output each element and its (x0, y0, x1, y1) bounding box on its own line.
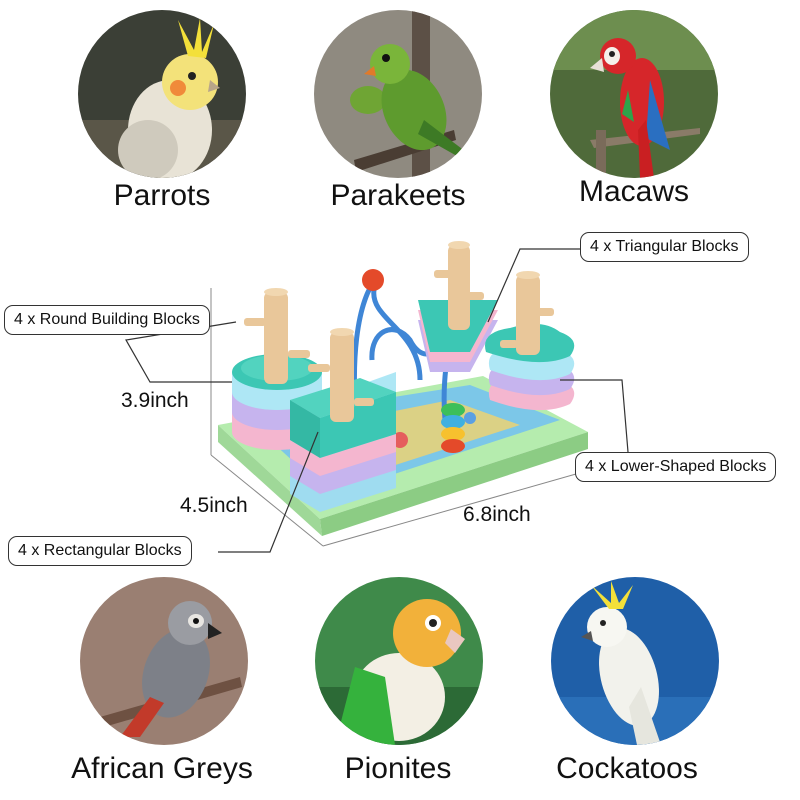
macaws-photo (550, 10, 718, 178)
cockatoo-photo (551, 577, 719, 745)
african-greys-photo (80, 577, 248, 745)
dimension-width: 6.8inch (463, 503, 531, 526)
lower-shaped-block-stack (485, 271, 575, 411)
parakeets-photo (314, 10, 482, 178)
bead-stack (441, 403, 465, 453)
bird-label-cockatoos: Cockatoos (556, 752, 698, 785)
cockatoos-photo (551, 577, 719, 745)
bird-label-african-greys: African Greys (71, 752, 253, 785)
pionites-photo (315, 577, 483, 745)
dimension-depth: 4.5inch (180, 494, 248, 517)
callout-rectangular-blocks: 4 x Rectangular Blocks (8, 536, 192, 566)
dimension-lines (210, 288, 591, 547)
round-block-stack (232, 288, 322, 450)
cockatiel-photo (78, 10, 246, 178)
callout-lower-shaped-blocks: 4 x Lower-Shaped Blocks (575, 452, 777, 482)
callout-leader-lines (125, 248, 629, 553)
callout-round-building-blocks: 4 x Round Building Blocks (4, 305, 210, 335)
macaw-photo (550, 10, 718, 178)
bird-label-pionites: Pionites (344, 752, 452, 785)
bird-label-macaws: Macaws (578, 175, 690, 208)
pionite-photo (315, 577, 483, 745)
bird-label-parrots: Parrots (113, 179, 211, 212)
dimension-height: 3.9inch (121, 389, 189, 412)
bead-red (362, 269, 384, 291)
african-grey-photo (80, 577, 248, 745)
bird-label-parakeets: Parakeets (330, 179, 466, 212)
parakeet-photo (314, 10, 482, 178)
parrots-photo (78, 10, 246, 178)
triangular-block-stack (418, 241, 498, 372)
callout-triangular-blocks: 4 x Triangular Blocks (580, 232, 749, 262)
